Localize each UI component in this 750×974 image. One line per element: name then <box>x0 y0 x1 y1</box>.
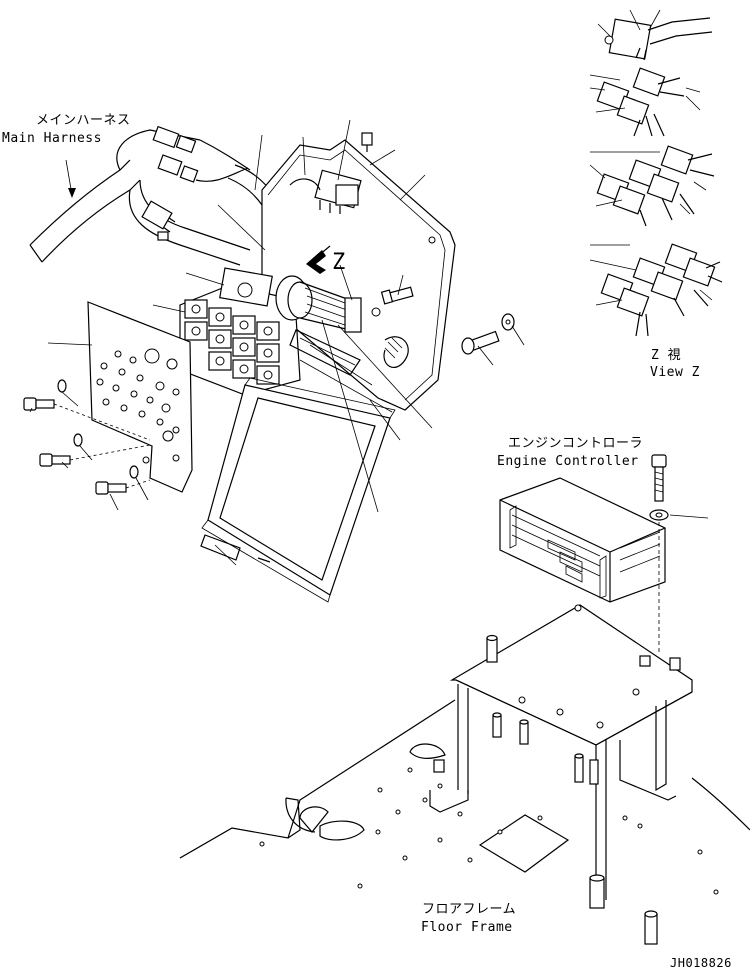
view-marker-label: Z <box>332 250 346 275</box>
view-z-jp-label: Z 視 <box>651 348 682 363</box>
controller-bolt <box>649 454 669 652</box>
top-relay <box>289 169 362 214</box>
main-harness-en-label: Main Harness <box>2 131 102 146</box>
floor-frame-en-label: Floor Frame <box>421 920 513 935</box>
controller-stand <box>429 604 693 945</box>
view-z-arrow <box>306 245 331 274</box>
cover-plate <box>87 301 193 493</box>
floor-frame <box>179 699 750 900</box>
view-z-detail <box>596 9 723 337</box>
main-harness-jp-label: メインハーネス <box>36 113 131 128</box>
connector-block <box>179 267 301 396</box>
engine-controller-jp-label: エンジンコントローラ <box>508 436 644 451</box>
leader-lines <box>29 23 713 859</box>
mounting-plate <box>261 139 456 411</box>
engine-controller-en-label: Engine Controller <box>497 454 639 469</box>
round-connector <box>275 275 362 376</box>
engine-controller <box>499 477 666 603</box>
main-harness <box>29 125 271 266</box>
frame-bracket <box>200 359 396 603</box>
plate-bolts <box>361 132 515 355</box>
cover-bolts <box>23 379 151 495</box>
view-z-en-label: View Z <box>650 365 700 380</box>
floor-frame-jp-label: フロアフレーム <box>422 902 517 917</box>
drawing-number: JH018826 <box>670 956 732 970</box>
